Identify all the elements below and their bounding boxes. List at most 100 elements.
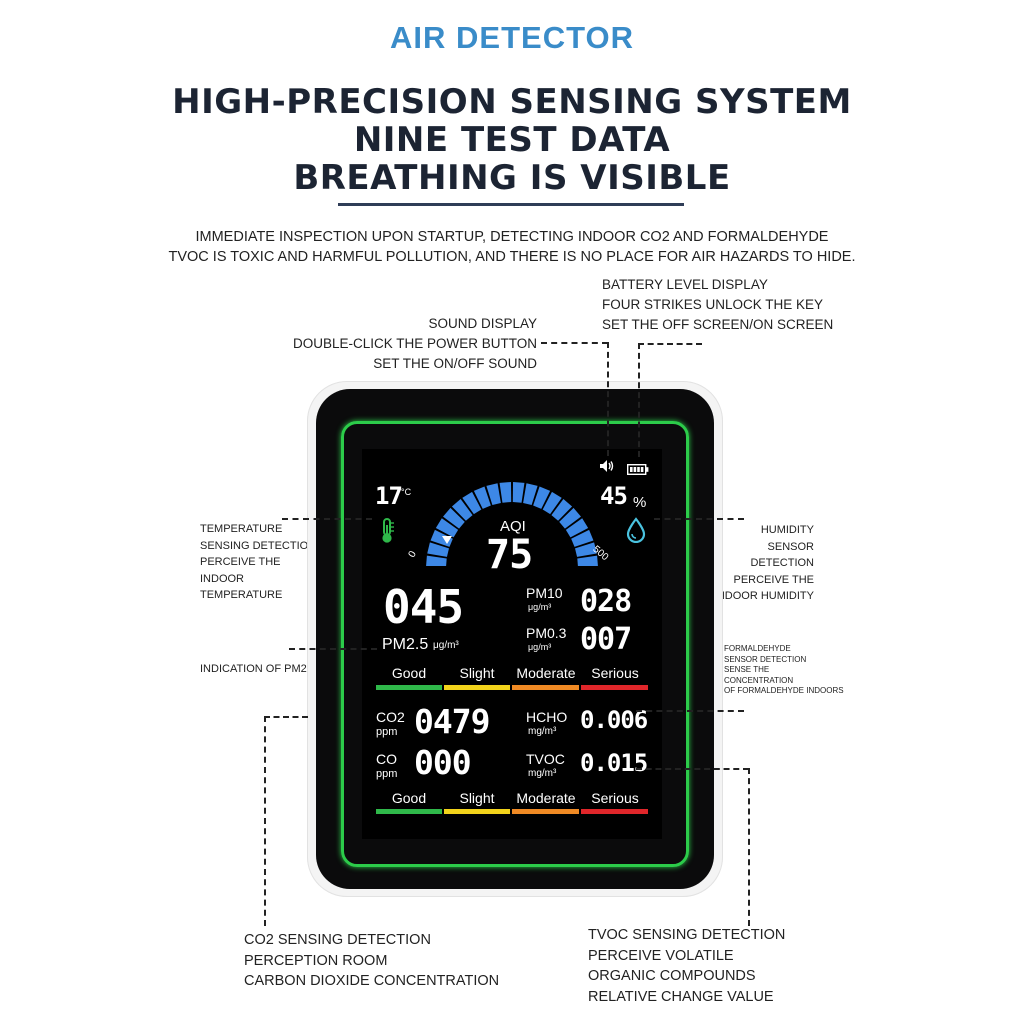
aqi-gauge-segment	[542, 491, 562, 515]
co2-callout-line: CO2 SENSING DETECTION	[244, 932, 431, 948]
aqi-gauge-segment	[486, 483, 501, 505]
device-screen	[362, 449, 662, 839]
speaker-icon	[599, 458, 615, 472]
level-moderate-label: Moderate	[516, 790, 576, 806]
humidity-callout-line: INDOOR HUMIDITY	[713, 590, 814, 602]
co2-unit: ppm	[376, 726, 398, 738]
level-moderate-bar	[512, 809, 579, 814]
formaldehyde-leader	[636, 710, 744, 712]
aqi-gauge-segment	[551, 499, 573, 521]
sound-callout-line: DOUBLE-CLICK THE POWER BUTTON	[292, 336, 537, 351]
tvoc-callout-line: ORGANIC COMPOUNDS	[588, 968, 756, 984]
temperature-callout-line: TEMPERATURE	[200, 589, 283, 601]
water-drop-icon	[626, 517, 646, 547]
temperature-unit: °C	[401, 487, 412, 497]
level-slight-label: Slight	[459, 790, 495, 806]
level-good-bar	[376, 809, 442, 814]
co-value: 000	[414, 743, 472, 782]
pm25-leader	[289, 648, 377, 650]
tvoc-callout: TVOC SENSING DETECTION PERCEIVE VOLATILE…	[588, 925, 785, 1007]
aqi-pointer-icon	[442, 536, 452, 544]
level-moderate-bar	[512, 685, 579, 690]
aqi-gauge	[426, 482, 598, 566]
temperature-leader	[282, 518, 372, 520]
aqi-gauge-segment	[462, 491, 482, 515]
pm03-value: 007	[580, 622, 632, 657]
level-slight-bar	[444, 685, 510, 690]
humidity-callout-line: PERCEIVE THE	[733, 573, 815, 586]
battery-leader-h	[638, 343, 702, 345]
hcho-label: HCHO	[526, 709, 568, 725]
co2-callout-line: CARBON DIOXIDE CONCENTRATION	[244, 973, 500, 989]
formaldehyde-callout-line: SENSE THE	[724, 665, 770, 674]
aqi-gauge-segment	[559, 507, 581, 529]
device-frame-glow	[341, 421, 689, 867]
aqi-gauge-segment	[435, 518, 459, 538]
level-slight-bar	[444, 809, 510, 814]
aqi-gauge-segment	[512, 482, 525, 503]
aqi-gauge-segment	[473, 486, 491, 509]
aqi-gauge-segment	[577, 555, 598, 566]
temperature-callout: TEMPERATURE SENSING DETECTION PERCEIVE T…	[200, 521, 316, 604]
headline-line-3: BREATHING IS VISIBLE	[293, 158, 731, 198]
temperature-callout-line: TEMPERATURE	[200, 523, 283, 535]
pm25-value: 045	[383, 580, 464, 634]
co-label: CO	[376, 751, 397, 767]
formaldehyde-callout: FORMALDEHYDE SENSOR DETECTION SENSE THE …	[724, 644, 844, 697]
sound-leader-h	[541, 342, 608, 344]
humidity-callout: HUMIDITY SENSOR DETECTION PERCEIVE THE I…	[690, 522, 814, 605]
humidity-unit: %	[633, 494, 647, 511]
aqi-gauge-segment	[427, 542, 449, 557]
aqi-gauge-segment	[426, 555, 447, 566]
level-good-label: Good	[391, 790, 427, 806]
co2-leader-h	[264, 716, 308, 718]
tvoc-leader-h	[636, 768, 749, 770]
pm25-callout: INDICATION OF PM2.5	[200, 663, 316, 675]
level-serious-label: Serious	[591, 665, 639, 681]
tvoc-label: TVOC	[526, 751, 565, 767]
co2-label: CO2	[376, 709, 405, 725]
tvoc-leader-v	[748, 768, 750, 926]
tvoc-callout-line: RELATIVE CHANGE VALUE	[588, 988, 774, 1005]
humidity-value: 45	[600, 482, 628, 510]
formaldehyde-callout-line: OF FORMALDEHYDE INDOORS	[724, 686, 844, 695]
aqi-gauge-segment	[565, 518, 589, 538]
pm10-unit: μg/m³	[528, 602, 552, 612]
pm10-value: 028	[580, 584, 632, 619]
temperature-callout-line: PERCEIVE THE	[200, 556, 281, 568]
thermometer-icon	[379, 518, 395, 548]
battery-callout-line: FOUR STRIKES UNLOCK THE KEY	[602, 297, 824, 312]
intro-line-2: TVOC IS TOXIC AND HARMFUL POLLUTION, AND…	[168, 249, 856, 265]
tvoc-unit: mg/m³	[528, 768, 557, 779]
humidity-leader	[654, 518, 744, 520]
aqi-value: 75	[486, 532, 533, 578]
level-moderate-label: Moderate	[516, 665, 576, 681]
sound-callout: SOUND DISPLAY DOUBLE-CLICK THE POWER BUT…	[280, 314, 537, 374]
pm25-unit: μg/m³	[433, 640, 459, 651]
sound-leader-v	[607, 342, 609, 456]
co2-callout-line: PERCEPTION ROOM	[244, 952, 388, 969]
tvoc-callout-line: TVOC SENSING DETECTION	[588, 927, 786, 943]
humidity-callout-line: HUMIDITY	[760, 524, 814, 536]
level-good-bar	[376, 685, 442, 690]
battery-callout: BATTERY LEVEL DISPLAY FOUR STRIKES UNLOC…	[602, 275, 833, 335]
battery-callout-line: SET THE OFF SCREEN/ON SCREEN	[602, 317, 834, 332]
battery-leader-v	[638, 343, 640, 457]
sound-callout-line: SET THE ON/OFF SOUND	[373, 356, 537, 371]
aqi-gauge-segment	[533, 486, 551, 509]
headline-line-1: HIGH-PRECISION SENSING SYSTEM	[172, 82, 852, 122]
formaldehyde-callout-line: SENSOR DETECTION	[724, 654, 807, 664]
level-serious-bar	[581, 809, 648, 814]
aqi-gauge-segment	[451, 499, 473, 521]
temperature-callout-line: INDOOR	[200, 572, 244, 585]
brand-title: AIR DETECTOR	[390, 20, 634, 55]
aqi-label: AQI	[500, 518, 526, 535]
formaldehyde-callout-line: CONCENTRATION	[724, 675, 794, 685]
level-serious-label: Serious	[591, 790, 639, 806]
sound-callout-line: SOUND DISPLAY	[428, 316, 537, 331]
battery-icon	[626, 460, 649, 476]
hcho-unit: mg/m³	[528, 726, 557, 737]
level-slight-label: Slight	[459, 665, 495, 681]
headline-line-2: NINE TEST DATA	[353, 120, 671, 160]
battery-callout-line: BATTERY LEVEL DISPLAY	[602, 277, 768, 292]
